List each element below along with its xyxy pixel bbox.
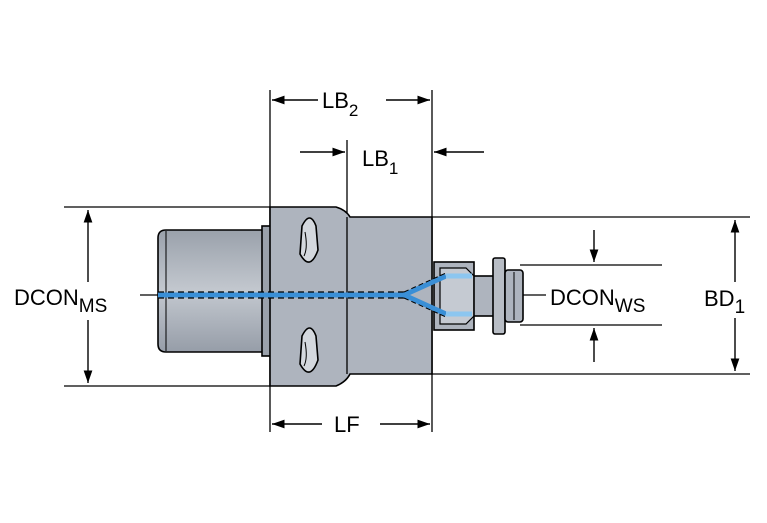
ws-spigot [473,275,495,317]
tool-body [157,206,524,387]
label-lb2: LB2 [322,88,358,120]
coolant-channels [158,272,472,318]
dimension-arrows [83,95,740,429]
machine-side-shank [157,229,267,353]
label-lb1: LB1 [362,146,398,178]
label-bd1: BD1 [704,286,745,318]
drive-slot-bottom [299,327,319,373]
label-dcon-ms: DCONMS [14,285,107,317]
label-dcon-ws: DCONWS [550,285,645,317]
label-lf: LF [334,412,360,437]
drive-slot-top [299,217,319,263]
ws-flange-ring [492,257,506,335]
